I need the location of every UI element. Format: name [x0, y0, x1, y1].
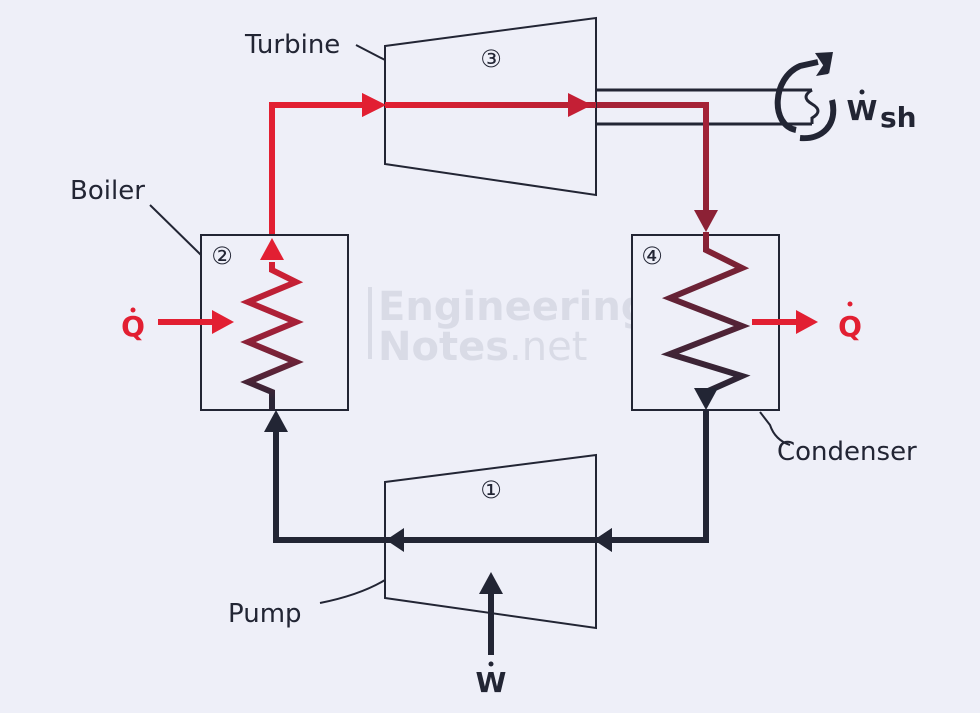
svg-text:Q: Q	[838, 310, 862, 343]
turbine-leader	[355, 44, 386, 61]
state-1-label: ①	[480, 476, 502, 504]
watermark: Engineering Notes.net	[368, 284, 649, 370]
watermark-line2: Notes.net	[378, 324, 587, 370]
heat-in-symbol: Q	[121, 307, 145, 343]
pump-work-arrow-icon	[479, 572, 503, 594]
heat-in-arrow-icon	[212, 310, 234, 334]
pump-work-symbol: W	[476, 661, 507, 699]
boiler-label: Boiler	[70, 176, 145, 206]
heat-out-arrow-icon	[796, 310, 818, 334]
watermark-line1: Engineering	[378, 284, 649, 330]
state-2-label: ②	[211, 242, 233, 270]
arrow-out-boiler-icon	[260, 238, 284, 260]
turbine-shaft	[596, 52, 837, 142]
turbine-label: Turbine	[244, 30, 340, 60]
pump: ①	[384, 453, 612, 655]
boiler: ②	[158, 234, 349, 411]
condenser-label: Condenser	[777, 437, 917, 467]
arrow-out-condenser-icon	[694, 388, 718, 410]
condenser: ④	[631, 232, 818, 411]
pump-leader	[319, 579, 386, 604]
boiler-leader	[149, 204, 202, 256]
rotation-arrow-icon	[774, 59, 819, 133]
svg-text:W: W	[476, 666, 507, 699]
svg-text:W: W	[847, 94, 878, 127]
state-3-label: ③	[480, 45, 502, 73]
arrow-into-boiler-icon	[264, 410, 288, 432]
turbine: ③	[362, 16, 597, 197]
svg-text:Q: Q	[121, 310, 145, 343]
condenser-coil	[660, 232, 751, 398]
condenser-leader	[759, 411, 791, 446]
pump-label: Pump	[228, 599, 302, 629]
shaft-work-symbol: W sh	[847, 89, 917, 134]
svg-text:sh: sh	[880, 101, 917, 134]
arrow-into-condenser-icon	[694, 210, 718, 232]
heat-out-symbol: Q	[838, 301, 862, 343]
state-4-label: ④	[641, 242, 663, 270]
boiler-coil	[240, 262, 304, 410]
